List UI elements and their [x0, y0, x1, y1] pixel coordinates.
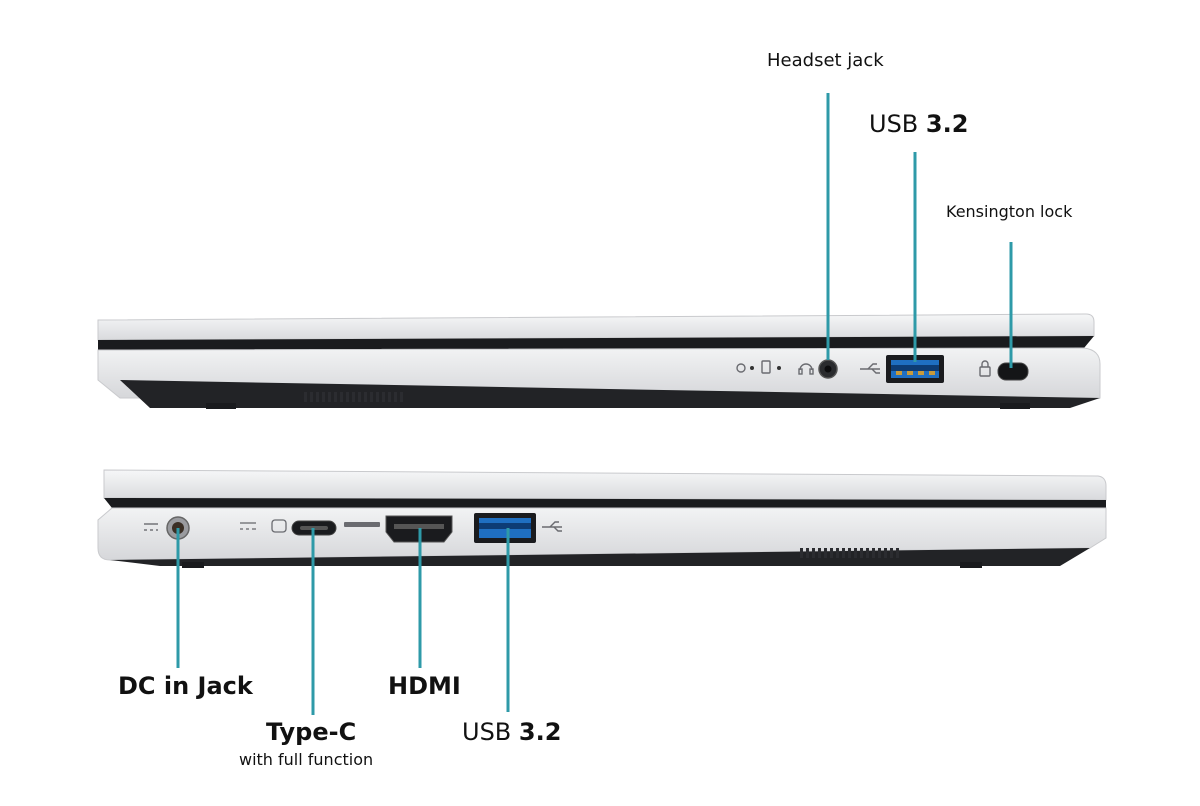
- vent-slat: [316, 392, 319, 402]
- vent-slat: [310, 392, 313, 402]
- headset-jack-label: Headset jack: [767, 50, 884, 71]
- vent-slat: [878, 548, 881, 558]
- vent-slat: [382, 392, 385, 402]
- usb-icon: [860, 363, 880, 374]
- dc-in-jack-label: DC in Jack: [118, 672, 253, 700]
- vent-slat: [370, 392, 373, 402]
- vent-slat: [364, 392, 367, 402]
- vent-slat: [896, 548, 899, 558]
- vent-slat: [388, 392, 391, 402]
- vent-slat: [830, 548, 833, 558]
- vent-slat: [358, 392, 361, 402]
- usb-right-prefix: USB: [869, 110, 919, 138]
- laptop-left-side-view: [97, 469, 1107, 568]
- type-c-sublabel: with full function: [239, 750, 374, 769]
- vent-slats: [304, 392, 403, 402]
- usb-a-port-left: [474, 513, 536, 543]
- lock-icon: [979, 360, 991, 377]
- hdmi-logo-icon: [344, 522, 380, 527]
- usb-a-port-right: [886, 355, 944, 383]
- vent-slat: [340, 392, 343, 402]
- vent-slat: [890, 548, 893, 558]
- vent-slat: [304, 392, 307, 402]
- kensington-lock-label: Kensington lock: [946, 202, 1073, 221]
- vent-slat: [800, 548, 803, 558]
- vent-slat: [346, 392, 349, 402]
- usb-c-dp-icon: [240, 519, 287, 533]
- vent-slat: [376, 392, 379, 402]
- vent-slat: [818, 548, 821, 558]
- usb-right-label: USB 3.2: [869, 110, 968, 138]
- headset-icon: [798, 363, 814, 375]
- vent-slat: [400, 392, 403, 402]
- vent-slat: [836, 548, 839, 558]
- usb-icon-left: [542, 521, 562, 532]
- vent-slats-left: [800, 548, 899, 558]
- vent-slat: [334, 392, 337, 402]
- vent-slat: [328, 392, 331, 402]
- hdmi-label: HDMI: [388, 672, 461, 700]
- usb-left-version: 3.2: [518, 718, 562, 746]
- vent-slat: [848, 548, 851, 558]
- vent-slat: [394, 392, 397, 402]
- vent-slat: [824, 548, 827, 558]
- usb-left-label: USB 3.2: [462, 718, 561, 746]
- vent-slat: [866, 548, 869, 558]
- callout-lines: [176, 93, 1013, 715]
- laptop-right-side-view: [97, 313, 1101, 409]
- type-c-label: Type-C: [266, 718, 357, 746]
- usb-left-prefix: USB: [462, 718, 512, 746]
- vent-slat: [806, 548, 809, 558]
- vent-slat: [860, 548, 863, 558]
- usb-right-version: 3.2: [925, 110, 969, 138]
- vent-slat: [812, 548, 815, 558]
- vent-slat: [352, 392, 355, 402]
- kensington-lock-slot: [997, 362, 1029, 381]
- vent-slat: [854, 548, 857, 558]
- dc-power-icon: [144, 523, 158, 531]
- vent-slat: [842, 548, 845, 558]
- vent-slat: [884, 548, 887, 558]
- vent-slat: [872, 548, 875, 558]
- indicator-icons: [736, 360, 781, 374]
- vent-slat: [322, 392, 325, 402]
